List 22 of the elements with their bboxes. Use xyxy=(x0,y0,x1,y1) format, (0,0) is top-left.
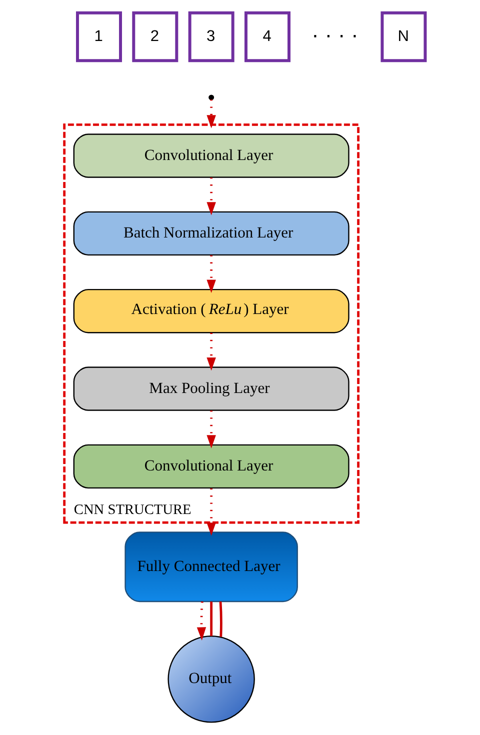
connector xyxy=(210,602,213,636)
connector xyxy=(219,602,222,637)
arrow xyxy=(206,410,216,448)
arrow xyxy=(196,602,206,640)
node-box: Activation (ReLu) Layer xyxy=(73,289,350,334)
arrow xyxy=(206,178,216,216)
node-box: 4 xyxy=(244,11,290,62)
node-box: Convolutional Layer xyxy=(73,134,350,178)
node-box: 1 xyxy=(76,11,122,62)
arrow xyxy=(206,255,216,293)
node-box: Fully Connected Layer xyxy=(124,532,298,602)
node-box: N xyxy=(380,11,427,62)
node-box: Convolutional Layer xyxy=(73,444,350,489)
node-box: Batch Normalization Layer xyxy=(73,211,350,256)
node-box: Max Pooling Layer xyxy=(73,366,350,411)
node-box: 3 xyxy=(188,11,234,62)
arrow xyxy=(206,332,216,371)
node-circle: Output xyxy=(168,636,255,723)
arrow xyxy=(206,488,216,536)
arrow xyxy=(206,100,216,128)
node-box: 2 xyxy=(132,11,178,62)
label: · · · · xyxy=(312,22,358,47)
